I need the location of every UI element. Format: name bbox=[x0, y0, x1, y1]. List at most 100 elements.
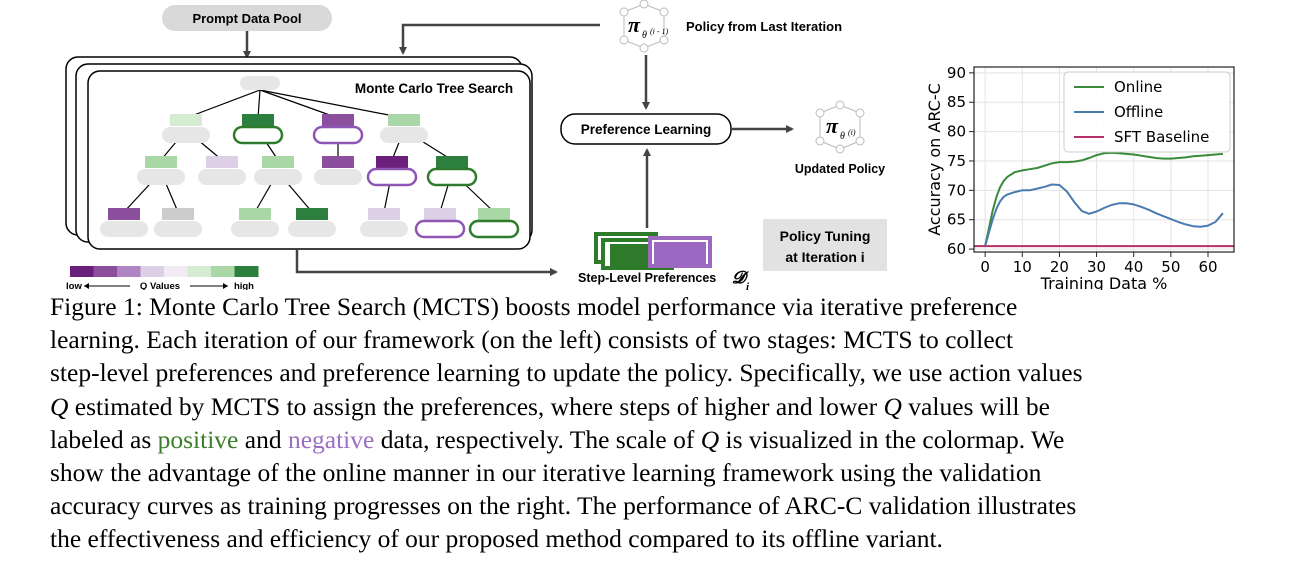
mcts-panel: Monte Carlo Tree Search bbox=[65, 56, 533, 250]
chart-xtick-label: 40 bbox=[1124, 258, 1143, 276]
chart-xtick-label: 20 bbox=[1050, 258, 1069, 276]
tree-node-state bbox=[312, 125, 364, 145]
chart-ylabel: Accuracy on ARC-C bbox=[925, 83, 944, 236]
tree-node-value bbox=[322, 156, 354, 168]
legend-label: Offline bbox=[1114, 103, 1163, 121]
tree-node-value bbox=[239, 208, 271, 220]
tree-node-state bbox=[414, 219, 466, 239]
chart-frame bbox=[973, 66, 1235, 253]
tree-node-value bbox=[388, 114, 420, 126]
caption-line: Figure 1: Monte Carlo Tree Search (MCTS)… bbox=[50, 292, 1018, 321]
svg-text:(i): (i) bbox=[848, 128, 856, 137]
legend-label: Online bbox=[1114, 78, 1162, 96]
caption-line: learning. Each iteration of our framewor… bbox=[50, 325, 1014, 355]
step-level-preferences: Step-Level Preferences 𝓓 i bbox=[578, 268, 750, 290]
svg-text:π: π bbox=[826, 113, 839, 138]
tree-node-state bbox=[232, 125, 284, 145]
step-level-preferences-cards bbox=[594, 232, 712, 270]
svg-text:π: π bbox=[628, 12, 641, 37]
chart-xtick-label: 0 bbox=[980, 258, 990, 276]
tree-node-state bbox=[360, 221, 408, 237]
svg-text:θ: θ bbox=[642, 30, 647, 41]
tree-node-value bbox=[170, 114, 202, 126]
chart-xlabel: Training Data % bbox=[1040, 274, 1168, 290]
chart-ytick-label: 85 bbox=[947, 93, 966, 111]
chart-ytick-label: 70 bbox=[947, 181, 966, 199]
chart-ytick-label: 75 bbox=[947, 152, 966, 170]
tree-node-state bbox=[468, 219, 520, 239]
chart-ytick-label: 90 bbox=[947, 64, 966, 82]
prompt-pool-label: Prompt Data Pool bbox=[192, 11, 301, 26]
chart-legend bbox=[1063, 71, 1231, 153]
figure: Prompt Data Pool Monte Carlo Tree Search… bbox=[65, 0, 1235, 290]
preference-learning-label: Preference Learning bbox=[581, 122, 712, 137]
tree-node-value bbox=[424, 208, 456, 220]
tree-node-state bbox=[198, 169, 246, 185]
chart-series-line bbox=[984, 151, 1223, 247]
tree-node-state bbox=[380, 127, 428, 143]
policy-last-iteration: π θ (i - 1) Policy from Last Iteration bbox=[619, 0, 842, 53]
colormap-swatch bbox=[234, 266, 259, 277]
tree-node-value bbox=[296, 208, 328, 220]
tree-node-state bbox=[426, 167, 478, 187]
tree-node-state bbox=[154, 221, 202, 237]
svg-text:i: i bbox=[746, 281, 750, 290]
tree-node-value bbox=[436, 156, 468, 168]
tree-edge bbox=[259, 89, 339, 119]
updated-policy-network-icon: π θ (i) bbox=[815, 100, 865, 154]
tree-node-state bbox=[137, 169, 185, 185]
chart-xtick-label: 60 bbox=[1198, 258, 1217, 276]
tree-node-value bbox=[242, 114, 274, 126]
arrow-mcts-to-preferences bbox=[295, 250, 558, 276]
q-value-colormap: low Q Values high bbox=[66, 266, 259, 290]
caption-line: Q estimated by MCTS to assign the prefer… bbox=[50, 391, 1050, 421]
tree-node-state bbox=[314, 169, 362, 185]
caption-line: labeled as positive and negative data, r… bbox=[50, 424, 1065, 454]
preference-learning-box: Preference Learning bbox=[560, 113, 732, 145]
chart-series-line bbox=[984, 183, 1224, 247]
policy-tuning-line2: at Iteration i bbox=[785, 249, 864, 265]
policy-last-network-icon: π θ (i - 1) bbox=[619, 0, 669, 53]
policy-tuning-line1: Policy Tuning bbox=[780, 228, 871, 244]
svg-text:θ: θ bbox=[840, 131, 845, 142]
chart-xtick-label: 30 bbox=[1087, 258, 1106, 276]
policy-tuning-box: Policy Tuning at Iteration i bbox=[763, 219, 887, 271]
tree-node-value bbox=[262, 156, 294, 168]
caption-line: the effectiveness and efficiency of our … bbox=[50, 524, 943, 554]
step-prefs-label: Step-Level Preferences bbox=[578, 271, 716, 285]
caption-line: show the advantage of the online manner … bbox=[50, 458, 1042, 488]
tree-node-state bbox=[288, 221, 336, 237]
colormap-swatch bbox=[117, 266, 141, 277]
preferences-symbol: 𝓓 bbox=[732, 268, 749, 287]
chart-ytick-label: 60 bbox=[947, 240, 966, 258]
tree-node-value bbox=[478, 208, 510, 220]
colormap-swatch bbox=[187, 266, 212, 277]
tree-node-state bbox=[100, 221, 148, 237]
tree-node-state bbox=[254, 169, 302, 185]
colormap-swatch bbox=[70, 266, 94, 277]
updated-policy-label: Updated Policy bbox=[795, 162, 885, 176]
tree-root-node bbox=[240, 76, 280, 90]
caption-line: accuracy curves as training progresses o… bbox=[50, 491, 1077, 521]
tree-node-value bbox=[368, 208, 400, 220]
updated-policy: π θ (i) Updated Policy bbox=[795, 100, 885, 176]
arrow-policy-to-mcts bbox=[399, 23, 600, 55]
chart-ytick-label: 80 bbox=[947, 123, 966, 141]
colormap-swatch bbox=[93, 266, 118, 277]
tree-edge bbox=[259, 89, 405, 119]
tree-edge bbox=[257, 89, 261, 119]
tree-node-value bbox=[376, 156, 408, 168]
tree-node-value bbox=[206, 156, 238, 168]
colormap-swatch bbox=[211, 266, 235, 277]
chart-xtick-label: 10 bbox=[1013, 258, 1032, 276]
tree-node-state bbox=[366, 167, 418, 187]
tree-node-state bbox=[162, 127, 210, 143]
prompt-data-pool: Prompt Data Pool bbox=[162, 5, 332, 31]
tree-node-value bbox=[162, 208, 194, 220]
colormap-title: Q Values bbox=[140, 281, 180, 290]
policy-last-label: Policy from Last Iteration bbox=[686, 19, 842, 34]
figure-caption: Figure 1: Monte Carlo Tree Search (MCTS)… bbox=[50, 290, 1275, 556]
colormap-swatch bbox=[140, 266, 165, 277]
tree-edge bbox=[185, 89, 261, 119]
